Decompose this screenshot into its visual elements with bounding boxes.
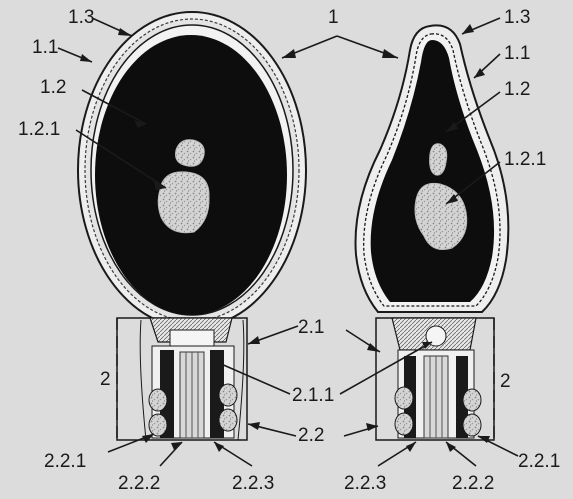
left-vacuole-small — [176, 140, 205, 167]
label-2-2-2-right: 2.2.2 — [452, 474, 494, 493]
left-vacuole-large — [158, 172, 209, 233]
label-1-3-left: 1.3 — [68, 8, 94, 27]
label-2-1-1: 2.1.1 — [292, 386, 334, 405]
label-2-2-1-right: 2.2.1 — [518, 452, 560, 471]
label-1-1-left: 1.1 — [32, 38, 58, 57]
left-striated-columns — [160, 350, 224, 438]
left-capitulum — [170, 330, 214, 346]
right-striated-columns — [404, 356, 468, 438]
label-1-1-right: 1.1 — [504, 44, 530, 63]
label-2-1: 2.1 — [298, 318, 324, 337]
label-1: 1 — [328, 8, 339, 27]
label-1-2-1-left: 1.2.1 — [18, 120, 60, 139]
label-1-2-left: 1.2 — [40, 78, 66, 97]
right-sperm-head — [356, 25, 509, 440]
label-1-2-1-right: 1.2.1 — [504, 150, 546, 169]
label-1-2-right: 1.2 — [504, 80, 530, 99]
label-2-2-3-right: 2.2.3 — [344, 474, 386, 493]
label-2-2-1-left: 2.2.1 — [44, 452, 86, 471]
label-2-2: 2.2 — [298, 426, 324, 445]
right-vacuole-small — [430, 144, 447, 175]
label-2-right: 2 — [500, 372, 511, 391]
label-1-3-right: 1.3 — [504, 8, 530, 27]
label-2-left: 2 — [100, 370, 111, 389]
left-sperm-head — [78, 12, 306, 440]
label-2-2-3-left: 2.2.3 — [232, 474, 274, 493]
label-2-2-2-left: 2.2.2 — [118, 474, 160, 493]
